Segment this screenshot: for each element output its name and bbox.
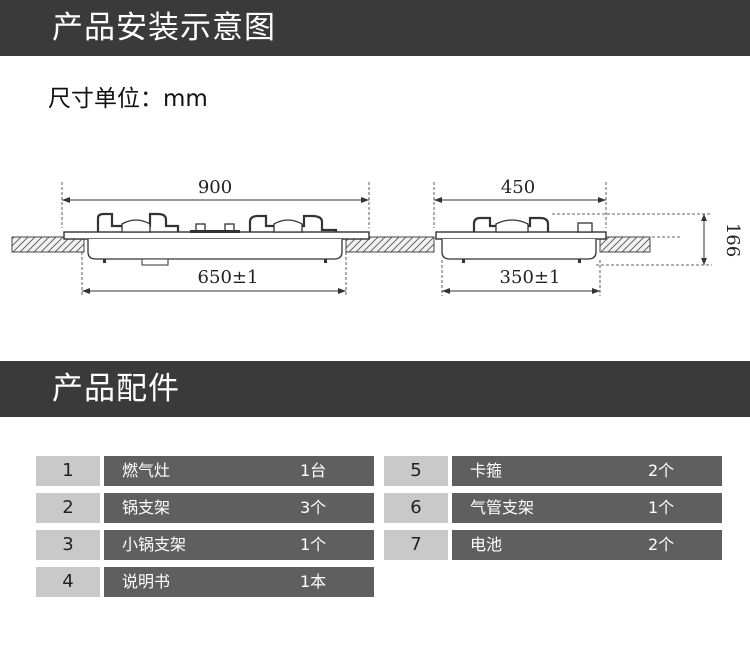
dimension-height: 166 <box>722 223 743 257</box>
section-header-parts: 产品配件 <box>0 361 750 417</box>
part-row: 3 小锅支架 1个 <box>36 530 374 560</box>
part-row: 4 说明书 1本 <box>36 567 374 597</box>
part-name: 锅支架 <box>122 498 171 517</box>
burner-side <box>495 219 529 233</box>
part-row: 1 燃气灶 1台 <box>36 456 374 486</box>
countertop-left-b <box>345 236 435 253</box>
part-name: 燃气灶 <box>122 461 171 480</box>
part-info: 锅支架 3个 <box>104 493 374 523</box>
pan-support-left <box>96 212 180 232</box>
part-row: 2 锅支架 3个 <box>36 493 374 523</box>
part-info: 燃气灶 1台 <box>104 456 374 486</box>
dimension-cutout-width-side: 350±1 <box>500 267 561 288</box>
part-row: 7 电池 2个 <box>384 530 722 560</box>
part-row: 6 气管支架 1个 <box>384 493 722 523</box>
side-view: 450 350±1 166 <box>433 177 743 296</box>
burner-left <box>121 219 151 233</box>
part-quantity: 2个 <box>648 461 675 480</box>
pan-support-right <box>248 214 338 232</box>
dimension-overall-width-side: 450 <box>501 177 535 198</box>
part-info: 说明书 1本 <box>104 567 374 597</box>
part-number: 2 <box>36 493 100 523</box>
part-name: 小锅支架 <box>122 535 187 554</box>
cooktop-foot <box>324 259 327 263</box>
part-number: 3 <box>36 530 100 560</box>
part-number: 4 <box>36 567 100 597</box>
knob-base <box>190 230 240 233</box>
part-name: 气管支架 <box>470 498 535 517</box>
cooktop-foot <box>103 259 106 263</box>
parts-list-left: 1 燃气灶 1台 2 锅支架 3个 3 小锅支架 1个 4 说明书 1本 <box>36 456 374 604</box>
countertop-left-a <box>11 236 85 253</box>
part-row: 5 卡箍 2个 <box>384 456 722 486</box>
part-number: 7 <box>384 530 448 560</box>
glass-panel-side <box>435 231 607 240</box>
front-view: 900 650±1 <box>11 177 435 296</box>
countertop-right-a <box>599 236 651 253</box>
part-quantity: 1个 <box>300 535 327 554</box>
part-number: 1 <box>36 456 100 486</box>
part-info: 卡箍 2个 <box>452 456 722 486</box>
part-quantity: 1台 <box>300 461 327 480</box>
dimension-cutout-width-front: 650±1 <box>198 267 259 288</box>
installation-diagram: 900 650±1 450 350±1 166 <box>11 177 743 296</box>
part-number: 5 <box>384 456 448 486</box>
knob-side <box>577 222 593 233</box>
section-title: 产品配件 <box>52 371 180 407</box>
unit-label: 尺寸单位：mm <box>48 86 208 112</box>
part-info: 气管支架 1个 <box>452 493 722 523</box>
part-quantity: 1本 <box>300 572 327 591</box>
parts-list-right: 5 卡箍 2个 6 气管支架 1个 7 电池 2个 <box>384 456 722 567</box>
part-info: 电池 2个 <box>452 530 722 560</box>
part-quantity: 2个 <box>648 535 675 554</box>
part-name: 说明书 <box>122 572 171 591</box>
section-title: 产品安装示意图 <box>52 10 276 46</box>
cooktop-body-side <box>441 239 597 260</box>
glass-panel <box>63 231 370 240</box>
dimension-overall-width-front: 900 <box>198 177 232 198</box>
part-info: 小锅支架 1个 <box>104 530 374 560</box>
burner-right <box>273 219 303 233</box>
part-name: 电池 <box>470 535 503 554</box>
part-quantity: 3个 <box>300 498 327 517</box>
part-quantity: 1个 <box>648 498 675 517</box>
cooktop-foot <box>141 258 169 266</box>
section-header-installation: 产品安装示意图 <box>0 0 750 56</box>
part-number: 6 <box>384 493 448 523</box>
cooktop-body <box>87 239 343 260</box>
part-name: 卡箍 <box>470 461 503 480</box>
